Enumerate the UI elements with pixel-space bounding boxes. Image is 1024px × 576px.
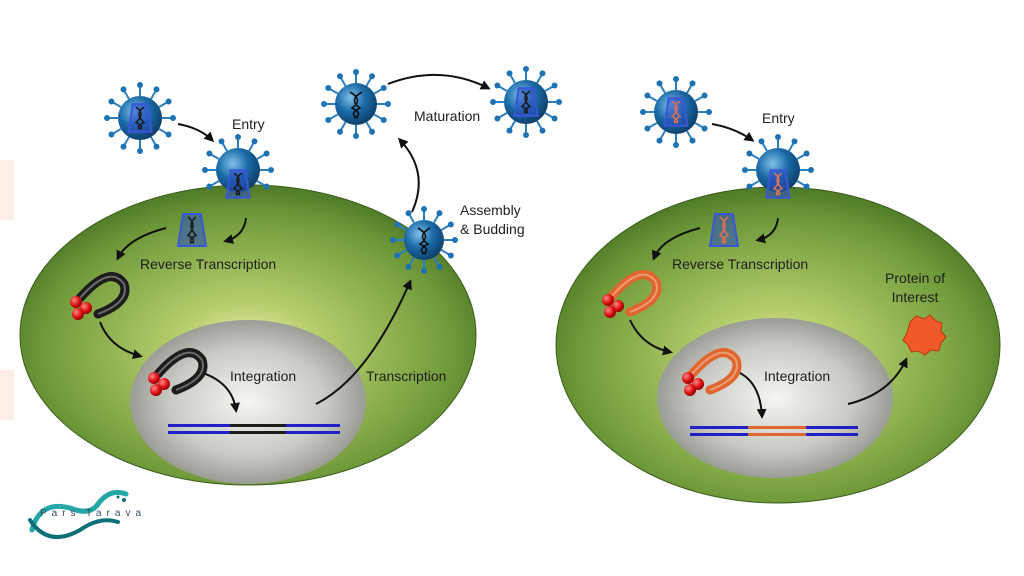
arrow-capsid-to-rt-left	[116, 227, 167, 261]
label-integration-left: Integration	[230, 368, 297, 384]
virus-particle-right	[640, 76, 712, 148]
arrow-budding-up	[397, 137, 420, 213]
virus-entering-right	[742, 134, 814, 199]
arrow-virus-to-entry-right	[711, 123, 755, 142]
logo-word-pars: Pars	[40, 508, 81, 519]
protein-of-interest	[902, 314, 947, 356]
capsid-icon	[127, 103, 153, 133]
label-protein-line1: Protein of	[885, 270, 945, 286]
label-protein-line2: Interest	[891, 289, 939, 305]
label-entry-left: Entry	[232, 116, 265, 132]
label-assembly: Assembly	[460, 202, 521, 218]
rt-complex-left	[70, 272, 130, 320]
arrows-right	[629, 123, 908, 419]
label-entry-right: Entry	[762, 110, 795, 126]
host-dna-left	[168, 424, 340, 434]
label-reverse-transcription-right: Reverse Transcription	[672, 256, 809, 272]
integration-complex-left	[148, 348, 208, 396]
sprites	[70, 66, 814, 396]
capsid-icon	[225, 169, 251, 199]
host-dna-right	[690, 426, 858, 436]
label-budding: & Budding	[460, 221, 525, 237]
nucleus-right	[657, 318, 893, 478]
arrow-capsid-to-rt-right	[651, 227, 701, 261]
arrow-to-protein	[847, 357, 908, 405]
capsid-icon	[708, 213, 740, 247]
arrow-integration-right	[737, 371, 767, 419]
logo-word-tarava: Tarava	[86, 508, 147, 519]
virus-mature	[490, 66, 562, 138]
pars-tarava-logo	[28, 489, 129, 540]
virus-budding	[390, 206, 458, 274]
label-maturation: Maturation	[414, 108, 481, 124]
arrow-transcription-left	[315, 279, 412, 405]
capsid-icon	[176, 213, 208, 247]
arrow-maturation	[387, 73, 491, 90]
arrow-rt-to-nucleus-right	[629, 319, 673, 356]
arrow-rt-to-nucleus-left	[99, 321, 143, 360]
label-reverse-transcription-left: Reverse Transcription	[140, 256, 277, 272]
virus-immature	[321, 69, 391, 139]
arrow-entry-to-capsid-right	[755, 217, 779, 244]
capsid-icon	[663, 97, 689, 127]
left-edge-accent-bottom	[0, 370, 14, 420]
integration-complex-right	[682, 348, 742, 396]
capsid-in-cytoplasm-left	[176, 213, 208, 247]
capsid-in-cytoplasm-right	[708, 213, 740, 247]
arrow-virus-to-entry-left	[177, 123, 215, 143]
rt-complex-right	[602, 270, 662, 318]
capsid-icon	[513, 87, 539, 117]
label-transcription-left: Transcription	[366, 368, 447, 384]
virus-entering-left	[202, 134, 274, 199]
left-edge-accent-top	[0, 160, 14, 220]
arrow-entry-to-capsid-left	[223, 217, 247, 244]
label-integration-right: Integration	[764, 368, 831, 384]
nucleus-left	[130, 320, 366, 484]
capsid-icon	[765, 169, 791, 199]
virus-particle-left	[104, 82, 176, 154]
